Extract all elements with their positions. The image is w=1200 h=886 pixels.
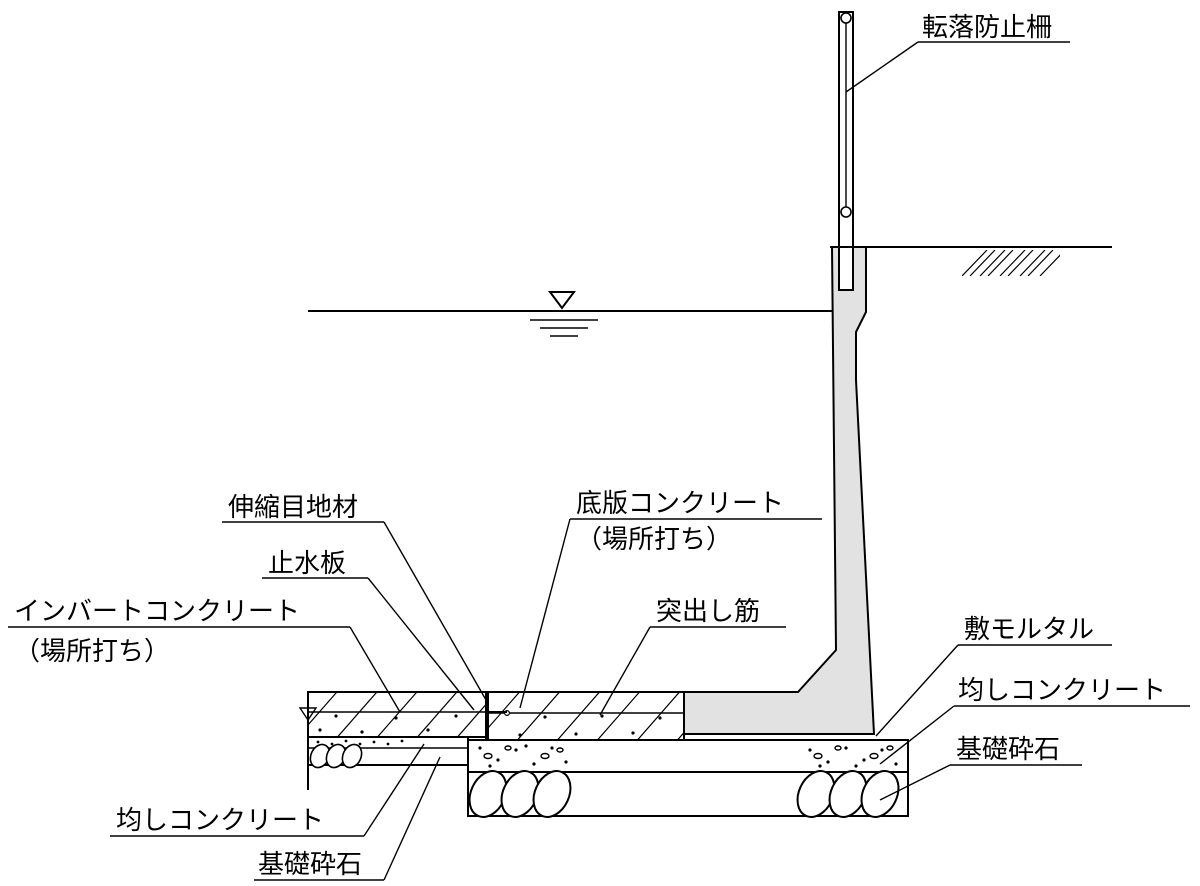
crushed-stone-right-label: 基礎砕石 — [956, 735, 1060, 765]
label-leveling-concrete-left: 均しコンクリート — [110, 743, 425, 837]
label-invert-concrete: インバートコンクリート （場所打ち） — [8, 597, 401, 713]
label-expansion-joint: 伸縮目地材 — [222, 493, 487, 701]
ground-hatching — [962, 250, 1060, 276]
water-level — [308, 291, 832, 337]
label-dowel-bar: 突出し筋 — [599, 597, 786, 716]
invert-aggregate-dots — [318, 714, 458, 734]
leveling-concrete-right-label: 均しコンクリート — [958, 676, 1166, 706]
left-foundation — [307, 736, 469, 790]
invert-concrete-label: インバートコンクリート — [14, 597, 300, 627]
crushed-stone-left-group — [468, 770, 572, 818]
expansion-joint-label: 伸縮目地材 — [228, 493, 358, 523]
label-crushed-stone-right: 基礎砕石 — [879, 735, 1082, 801]
base-slab-hatching — [488, 692, 683, 740]
base-slab-label: 底版コンクリート — [576, 489, 784, 519]
leveling-concrete-pebbles — [483, 745, 894, 760]
label-guard-fence: 転落防止柵 — [845, 13, 1070, 93]
main-foundation — [467, 739, 909, 818]
crushed-stone-right-group — [796, 770, 900, 818]
guard-fence-post — [838, 11, 854, 291]
base-slab-note: （場所打ち） — [576, 525, 732, 555]
leveling-concrete-dots — [478, 744, 898, 768]
label-crushed-stone-left: 基礎砕石 — [254, 756, 441, 881]
dowel-bar-label: 突出し筋 — [656, 597, 760, 627]
leveling-concrete-left-label: 均しコンクリート — [116, 806, 324, 836]
crushed-stone-left-label: 基礎砕石 — [258, 850, 362, 880]
label-leveling-concrete-right: 均しコンクリート — [879, 676, 1190, 765]
invert-concrete-note: （場所打ち） — [14, 637, 170, 667]
bedding-mortar-label: 敷モルタル — [964, 615, 1094, 645]
label-waterstop: 止水板 — [262, 549, 475, 711]
ground-surface — [830, 246, 1112, 276]
water-level-triangle-icon — [548, 291, 576, 310]
invert-concrete — [298, 691, 487, 738]
left-crushed-stone — [309, 743, 363, 769]
left-leveling-dots — [316, 739, 404, 746]
waterstop-label: 止水板 — [268, 549, 346, 579]
label-base-slab: 底版コンクリート （場所打ち） — [519, 489, 822, 709]
base-slab-concrete — [487, 691, 685, 741]
label-bedding-mortar: 敷モルタル — [875, 615, 1112, 737]
guard-fence-label: 転落防止柵 — [922, 13, 1052, 43]
